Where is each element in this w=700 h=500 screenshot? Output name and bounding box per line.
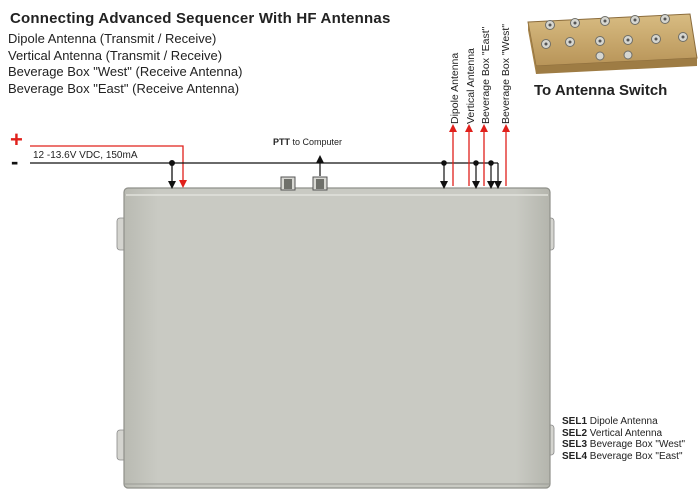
antenna-label-beverage-west: Beverage Box "West" <box>500 23 512 124</box>
antenna-switch-caption: To Antenna Switch <box>534 82 668 99</box>
sel-row-3: SEL3 Beverage Box "West" <box>562 439 685 451</box>
antenna-description-list: Dipole Antenna (Transmit / Receive) Vert… <box>8 31 242 97</box>
ptt-label-rest: to Computer <box>290 137 343 147</box>
sel-text: Beverage Box "East" <box>587 450 683 462</box>
sel-key: SEL3 <box>562 439 588 450</box>
antenna-ground-taps <box>440 160 502 189</box>
sequencer-enclosure <box>116 187 555 489</box>
description-line-2: Vertical Antenna (Transmit / Receive) <box>8 47 223 63</box>
description-line-4: Beverage Box "East" (Receive Antenna) <box>8 80 240 96</box>
sel-text: Beverage Box "West" <box>587 439 686 450</box>
antenna-switch-image <box>527 13 698 74</box>
antenna-label-dipole: Dipole Antenna <box>449 52 461 124</box>
antenna-label-vertical: Vertical Antenna <box>465 48 477 124</box>
description-line-1: Dipole Antenna (Transmit / Receive) <box>8 31 217 46</box>
sel-key: SEL4 <box>562 450 588 462</box>
antenna-signal-wires <box>449 124 510 186</box>
supply-voltage-label: 12 -13.6V VDC, 150mA <box>33 150 138 161</box>
sel-key: SEL1 <box>562 416 588 427</box>
ptt-label-bold: PTT <box>273 137 290 147</box>
antenna-label-beverage-east: Beverage Box "East" <box>480 26 492 124</box>
sel-row-2: SEL2 Vertical Antenna <box>562 428 685 440</box>
ptt-connector <box>280 176 328 191</box>
positive-symbol: + <box>10 127 23 152</box>
sel-row-1: SEL1 Dipole Antenna <box>562 416 685 428</box>
ptt-label: PTT to Computer <box>273 137 342 147</box>
sel-key: SEL2 <box>562 427 588 439</box>
description-line-3: Beverage Box "West" (Receive Antenna) <box>8 64 243 79</box>
sel-text: Vertical Antenna <box>587 427 663 439</box>
sel-row-4: SEL4 Beverage Box "East" <box>562 451 685 463</box>
negative-symbol: - <box>11 149 19 174</box>
selector-legend: SEL1 Dipole Antenna SEL2 Vertical Antenn… <box>562 416 685 462</box>
sel-text: Dipole Antenna <box>587 416 658 427</box>
diagram-title: Connecting Advanced Sequencer With HF An… <box>10 10 391 27</box>
power-wiring <box>30 145 187 189</box>
